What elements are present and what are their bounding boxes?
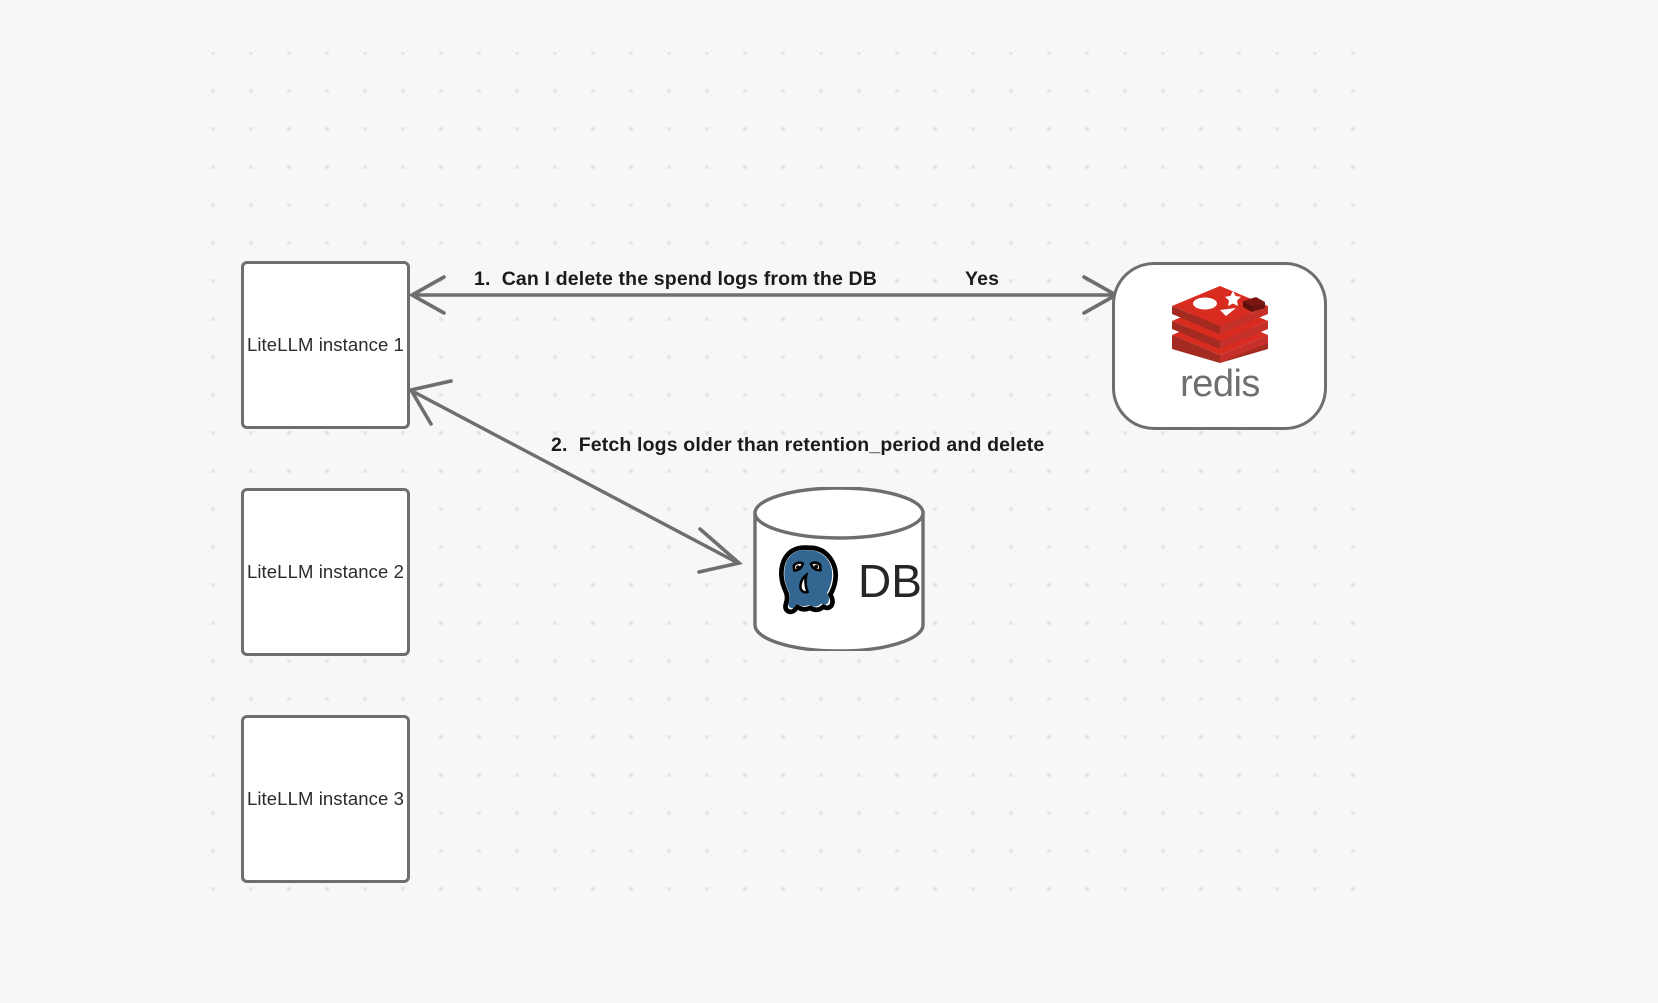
redis-logo-icon: redis [1160,285,1280,405]
redis-stack-icon [1171,286,1268,363]
node-litellm-instance-3-label: LiteLLM instance 3 [246,788,405,809]
redis-wordmark-icon: redis [1180,365,1260,405]
db-label: DB [858,555,922,607]
edge-label-2: 2. Fetch logs older than retention_perio… [551,434,1045,456]
edge-label-question-1: 1. Can I delete the spend logs from the … [474,268,878,290]
postgresql-elephant-icon [779,545,839,615]
node-redis[interactable]: redis [1112,262,1327,430]
node-litellm-instance-3[interactable]: LiteLLM instance 3 [241,715,410,883]
node-database[interactable]: DB [752,487,926,651]
cylinder-top [753,487,925,540]
edge-db-to-litellm1 [408,379,743,574]
node-litellm-instance-2-label: LiteLLM instance 2 [246,561,405,582]
node-litellm-instance-1-label: LiteLLM instance 1 [246,334,405,355]
svg-text:redis: redis [1180,365,1260,405]
node-litellm-instance-1[interactable]: LiteLLM instance 1 [241,261,410,429]
node-litellm-instance-2[interactable]: LiteLLM instance 2 [241,488,410,656]
edge-label-answer-yes: Yes [965,268,1000,290]
